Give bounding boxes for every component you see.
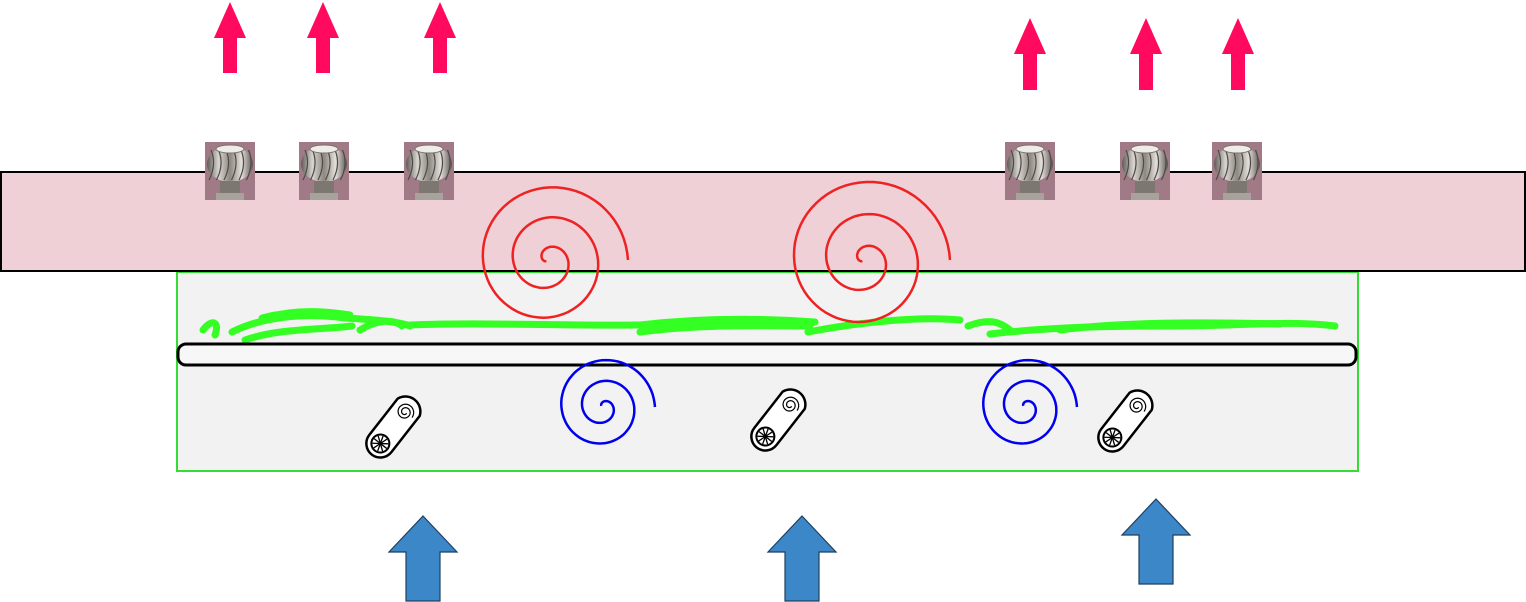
foliage-stroke: [241, 322, 356, 344]
cool-swirl-group: [560, 358, 1079, 445]
turbine-ventilator-icon: [205, 142, 255, 200]
foliage-stroke: [1056, 319, 1284, 334]
turbine-ventilator-icon: [404, 142, 454, 200]
intake-arrow-group: [387, 498, 1192, 602]
foliage-stroke: [406, 315, 819, 329]
foliage-stroke: [199, 319, 220, 339]
exhaust-arrow-up-icon: [307, 2, 339, 73]
ventilator-group: [205, 142, 1262, 200]
belt-fan-icon: [1097, 389, 1154, 453]
cool-air-swirl-icon: [560, 358, 657, 445]
turbine-ventilator-icon: [1120, 142, 1170, 200]
intake-arrow-up-icon: [766, 515, 838, 602]
exhaust-arrow-up-icon: [424, 2, 456, 73]
exhaust-arrow-up-icon: [214, 2, 246, 73]
exhaust-arrow-group: [214, 2, 1254, 90]
intake-arrow-up-icon: [387, 515, 459, 602]
turbine-ventilator-icon: [1212, 142, 1262, 200]
support-rail: [176, 342, 1358, 367]
belt-fan-icon: [750, 388, 807, 452]
foliage-layer: [199, 308, 1339, 344]
fan-group: [365, 388, 1154, 459]
foliage-stroke: [258, 308, 354, 322]
foliage-stroke: [804, 315, 964, 336]
hot-air-swirl-icon: [481, 186, 630, 319]
intake-arrow-up-icon: [1120, 498, 1192, 585]
turbine-ventilator-icon: [299, 142, 349, 200]
exhaust-arrow-up-icon: [1222, 18, 1254, 90]
foliage-stroke: [356, 317, 406, 334]
belt-fan-icon: [365, 395, 422, 459]
exhaust-arrow-up-icon: [1014, 18, 1046, 90]
foliage-stroke: [636, 322, 814, 336]
hot-swirl-group: [481, 180, 952, 324]
exhaust-arrow-up-icon: [1130, 18, 1162, 90]
hot-air-swirl-icon: [792, 180, 952, 324]
turbine-ventilator-icon: [1005, 142, 1055, 200]
cool-air-swirl-icon: [982, 358, 1079, 445]
foliage-stroke: [964, 318, 1014, 334]
